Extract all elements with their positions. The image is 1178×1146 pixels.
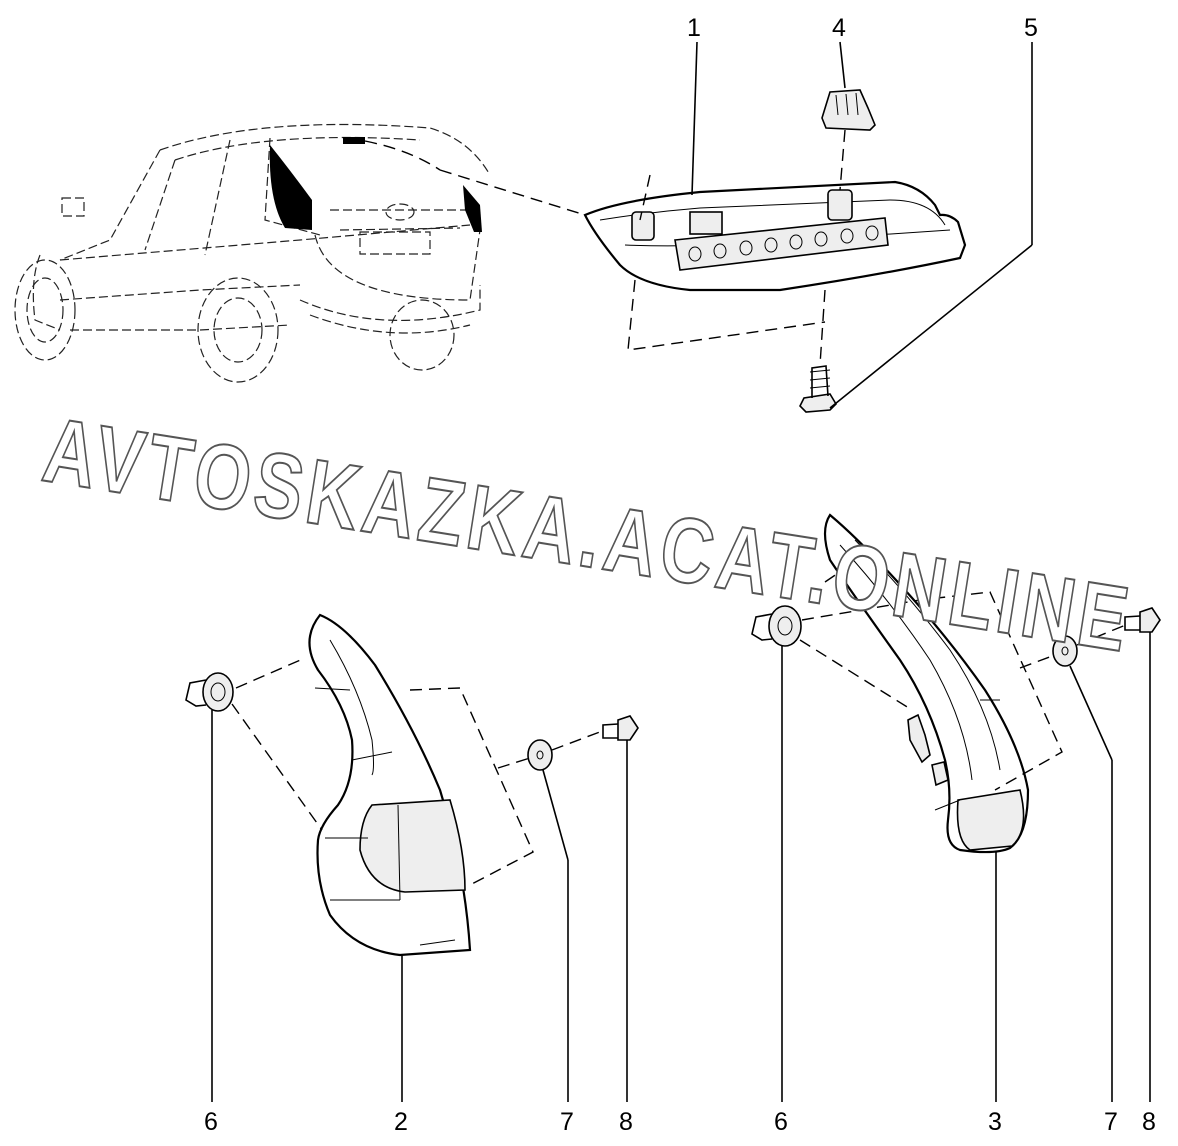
washer-left bbox=[527, 739, 553, 771]
connector bbox=[821, 89, 876, 131]
callout-7-left: 7 bbox=[560, 1108, 574, 1136]
watermark: AVTOSKAZKA.ACAT.ONLINE bbox=[37, 399, 1139, 672]
rear-lamp-right bbox=[823, 513, 1030, 854]
washer-right bbox=[1052, 635, 1078, 667]
callout-8-right: 8 bbox=[1142, 1108, 1156, 1136]
bushing-left bbox=[185, 672, 234, 712]
callout-8-left: 8 bbox=[619, 1108, 633, 1136]
screw-high-stop bbox=[799, 365, 838, 413]
callout-numbers: 1 4 5 6 2 7 8 6 3 7 8 bbox=[204, 14, 1156, 1136]
high-stop-lamp bbox=[583, 180, 967, 292]
screw-right bbox=[1124, 607, 1161, 633]
led-row bbox=[688, 225, 879, 262]
rear-lamp-left bbox=[308, 613, 472, 957]
callout-2: 2 bbox=[394, 1108, 408, 1136]
callout-5: 5 bbox=[1024, 14, 1038, 42]
leader-lines bbox=[211, 41, 1151, 1102]
car-outline bbox=[14, 123, 586, 383]
screw-left bbox=[602, 715, 639, 741]
callout-7-right: 7 bbox=[1104, 1108, 1118, 1136]
callout-3: 3 bbox=[988, 1108, 1002, 1136]
callout-6-left: 6 bbox=[204, 1108, 218, 1136]
callout-6-right: 6 bbox=[774, 1108, 788, 1136]
bushing-right bbox=[751, 605, 802, 647]
callout-1: 1 bbox=[687, 14, 701, 42]
callout-4: 4 bbox=[832, 14, 846, 42]
